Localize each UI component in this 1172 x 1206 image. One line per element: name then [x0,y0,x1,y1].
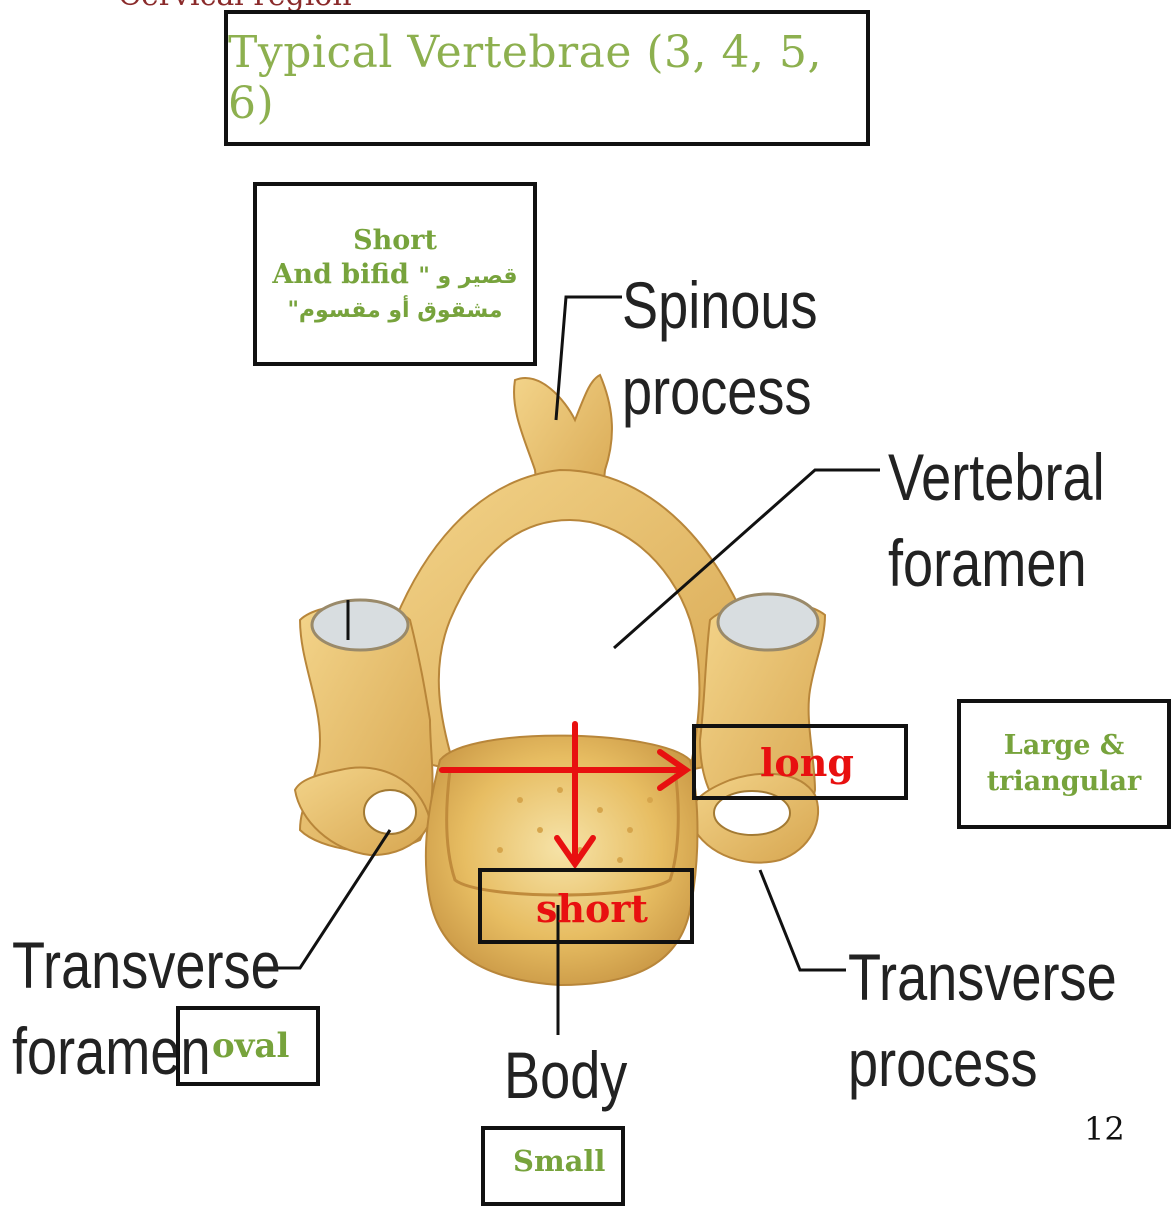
spinous-note-arabic2: مشقوق أو مقسوم" [257,294,533,328]
small-note-box: Small [481,1126,625,1206]
long-note-box: long [692,724,908,800]
long-note: long [760,740,854,785]
label-vertebral-line1: Vertebral [888,434,1105,520]
label-vertebral-foramen: Vertebral foramen [888,434,1105,606]
label-tp-line1: Transverse [848,934,1117,1020]
left-transverse-foramen-hole [364,790,416,834]
label-tf-line1: Transverse [12,922,281,1008]
spinous-note-english: And bifid [272,259,409,290]
spinous-note-arabic1: قصير و " [418,264,517,289]
label-spinous-line1: Spinous [622,262,818,348]
spinous-note-box: Short And bifid قصير و " مشقوق أو مقسوم" [253,182,537,366]
leader-transverse-process [760,870,846,970]
body-shape-note-box: Large & triangular [957,699,1171,829]
oval-note-box: oval [176,1006,320,1086]
label-vertebral-line2: foramen [888,520,1105,606]
right-facet [718,594,818,650]
page-number-text: 12 [1084,1110,1125,1148]
body-shape-note: Large & triangular [979,728,1149,800]
page-number: 12 [1084,1110,1172,1148]
short-note-box: short [478,868,694,944]
small-note: Small [513,1144,605,1178]
left-facet [312,600,408,650]
spinous-note-line1: Short [257,224,533,258]
label-tp-line2: process [848,1020,1117,1106]
label-transverse-process: Transverse process [848,934,1117,1106]
oval-note: oval [212,1026,289,1066]
spinous-note-line2: And bifid قصير و " [257,258,533,294]
label-body: Body [504,1032,627,1118]
vertebral-body [426,736,698,985]
label-spinous-line2: process [622,348,818,434]
label-spinous-process: Spinous process [622,262,818,434]
short-note: short [536,886,648,931]
